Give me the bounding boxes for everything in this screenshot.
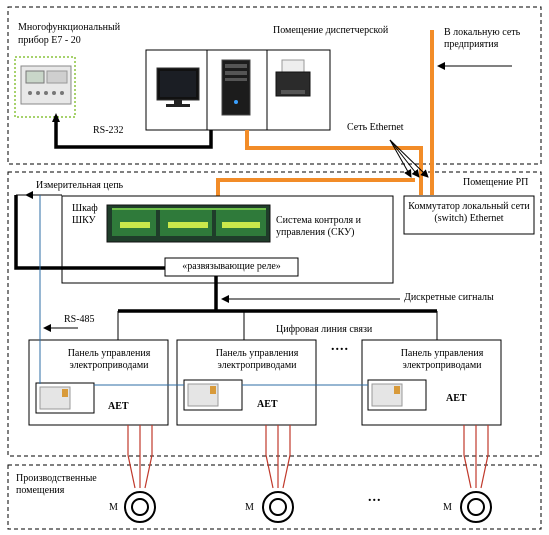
rp-room-label: Помещение РП (463, 177, 529, 188)
device-dotted-frame (14, 56, 76, 118)
motor-icon-2 (262, 491, 294, 523)
aet-label-3: АЕТ (446, 393, 467, 404)
production-rooms-label: Производственные помещения (16, 473, 97, 496)
dispatch-room-label: Помещение диспетчерской (273, 25, 389, 36)
cabinet-box (61, 195, 394, 284)
device-e7-20-icon (20, 65, 72, 105)
motor-label-1: М (109, 502, 118, 513)
relays-label: «развязывающие реле» (182, 261, 281, 272)
cabinet-label: Шкаф ШКУ (72, 203, 98, 226)
motor-icon-3 (460, 491, 492, 523)
digital-line-label: Цифровая линия связи (276, 324, 373, 335)
ethernet-label: Сеть Ethernet (347, 122, 404, 133)
dispatch-zone-frame (7, 6, 542, 165)
production-zone-frame (7, 464, 542, 530)
sku-board-image (106, 204, 271, 243)
rp-zone-frame (7, 171, 542, 457)
aet-device-3 (367, 379, 427, 411)
panel-label-3: Панель управления электроприводами (400, 348, 484, 371)
sku-label: Система контроля и управления (СКУ) (276, 215, 361, 238)
aet-label-2: АЕТ (257, 399, 278, 410)
aet-device-2 (183, 379, 243, 411)
switch-box (403, 195, 535, 235)
aet-device-1 (35, 382, 95, 414)
panel-box-1 (28, 339, 169, 426)
discrete-signals-label: Дискретные сигналы (404, 292, 494, 303)
panel-label-1: Панель управления электроприводами (67, 348, 151, 371)
motor-wires-1 (127, 425, 153, 489)
rs485-label: RS-485 (64, 314, 95, 325)
pc-ethernet (245, 130, 423, 195)
motor-label-2: М (245, 502, 254, 513)
rs232-label: RS-232 (93, 125, 124, 136)
motor-label-3: М (443, 502, 452, 513)
switch-label: Коммутатор локальный сети (switch) Ether… (408, 201, 530, 224)
rs232-bus (54, 116, 213, 149)
local-network-label: В локальную сеть предприятия (444, 27, 521, 50)
motor-icon-1 (124, 491, 156, 523)
sku-ethernet (216, 178, 415, 196)
pc-tower-icon (221, 59, 251, 116)
panel-box-2 (176, 339, 317, 426)
motor-wires-3 (463, 425, 489, 489)
monitor-icon (156, 67, 200, 107)
motors-ellipsis: ... (368, 490, 382, 505)
device-title: Многофункциональный прибор Е7 - 20 (18, 22, 121, 46)
measuring-circuit-label: Измерительная цепь (36, 180, 124, 191)
aet-label-1: АЕТ (108, 401, 129, 412)
measuring-circuit (14, 195, 165, 270)
panel-box-3 (361, 339, 502, 426)
motor-wires-2 (265, 425, 291, 489)
printer-icon (275, 59, 311, 97)
panels-ellipsis: .... (331, 339, 349, 354)
panel-label-2: Панель управления электроприводами (215, 348, 299, 371)
